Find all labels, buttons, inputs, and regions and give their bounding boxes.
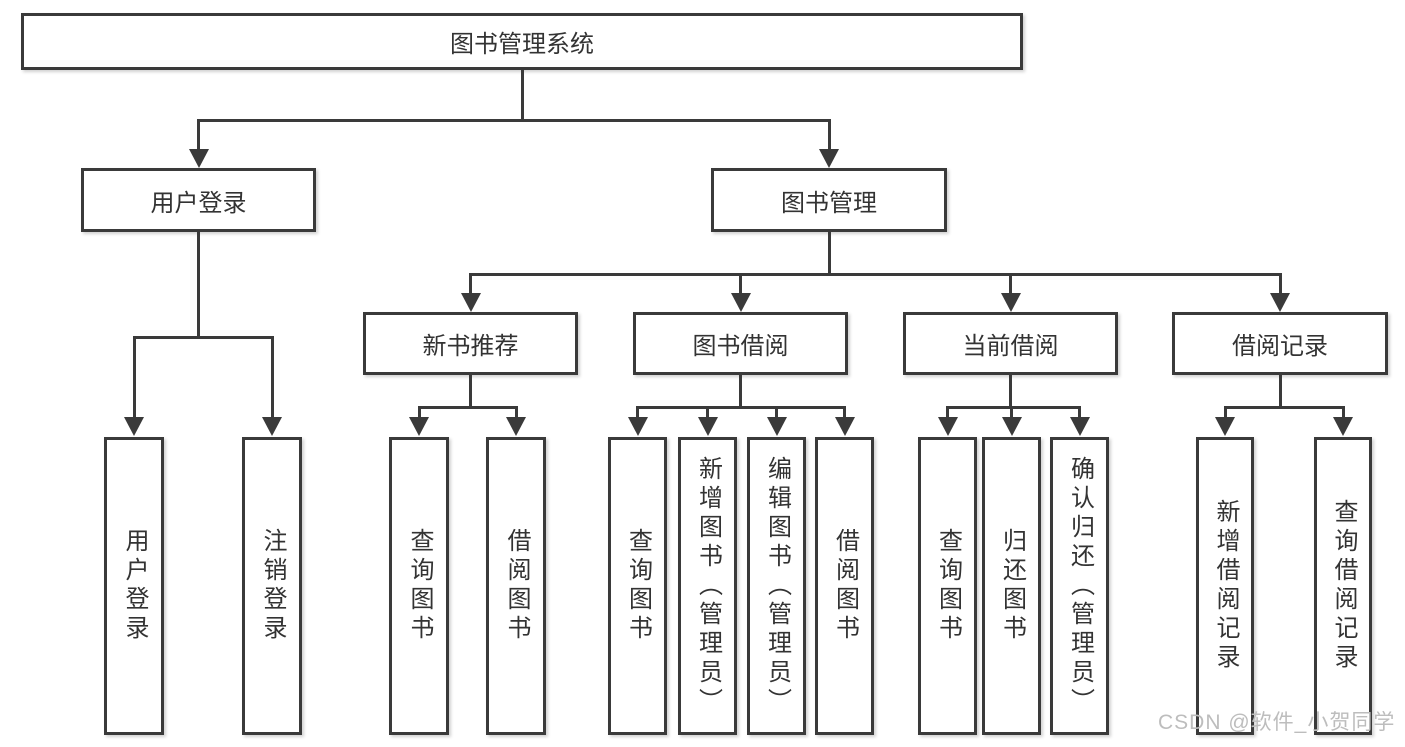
leaf-logout-login-label: 注销登录 [259, 528, 286, 644]
edge-g3-rail [946, 406, 1081, 409]
leaf-query-books-current-label: 查询图书 [934, 528, 962, 644]
edge-book-management-rail [469, 273, 1281, 276]
edge-g3-drop-3 [1078, 406, 1081, 420]
edge-g2-rail [636, 406, 845, 409]
leaf-add-borrow-record: 新增借阅记录 [1196, 437, 1254, 735]
edge-root-rail [197, 119, 829, 122]
arrow-user-login [188, 149, 209, 168]
arrow-g2-leaf-1 [627, 417, 648, 436]
edge-g1-stem [469, 373, 472, 408]
edge-g1-drop-2 [514, 406, 518, 420]
leaf-add-books-admin-label: 新增图书（管理员） [694, 455, 722, 717]
arrow-leaf-logout [262, 417, 282, 436]
edge-g2-drop-1 [636, 406, 639, 420]
edge-drop-book-management [827, 119, 831, 152]
edge-g4-rail [1223, 406, 1345, 409]
edge-g1-rail [417, 406, 518, 409]
csdn-watermark: CSDN @软件_小贺同学 [1158, 711, 1396, 734]
arrow-g3-leaf-3 [1069, 417, 1090, 436]
arrow-book-borrow [730, 293, 751, 312]
arrow-current-borrow [1000, 293, 1021, 312]
leaf-query-borrow-record-label: 查询借阅记录 [1330, 499, 1357, 673]
edge-g4-drop-1 [1223, 406, 1227, 420]
edge-user-login-stem [197, 230, 200, 338]
edge-g3-stem [1009, 373, 1012, 408]
edge-g3-drop-2 [1010, 406, 1013, 420]
edge-book-management-stem [827, 230, 831, 275]
leaf-query-books-borrow-label: 查询图书 [624, 528, 652, 644]
leaf-user-login-label: 用户登录 [121, 528, 148, 644]
edge-g1-drop-1 [417, 406, 421, 420]
arrow-leaf-user-login [124, 417, 144, 436]
leaf-borrow-books-recommend-label: 借阅图书 [503, 528, 530, 644]
node-book-management: 图书管理 [711, 168, 947, 232]
leaf-user-login: 用户登录 [104, 437, 164, 735]
arrow-g2-leaf-4 [834, 417, 855, 436]
arrow-g1-leaf-2 [506, 417, 526, 436]
arrow-g3-leaf-2 [1001, 417, 1022, 436]
node-borrow-records-label: 借阅记录 [1232, 333, 1328, 360]
leaf-edit-books-admin: 编辑图书（管理员） [747, 437, 806, 735]
node-book-management-label: 图书管理 [781, 189, 877, 217]
edge-g2-drop-4 [843, 406, 846, 420]
node-root: 图书管理系统 [21, 13, 1023, 70]
edge-root-stem [520, 68, 524, 121]
edge-drop-leaf-logout [270, 336, 274, 420]
edge-drop-leaf-user-login [132, 336, 136, 420]
leaf-query-books-recommend-label: 查询图书 [406, 528, 433, 644]
edge-drop-user-login [197, 119, 200, 152]
leaf-return-books-label: 归还图书 [998, 528, 1026, 644]
leaf-edit-books-admin-label: 编辑图书（管理员） [763, 455, 791, 717]
node-current-borrow: 当前借阅 [903, 312, 1118, 375]
arrow-g1-leaf-1 [409, 417, 429, 436]
arrow-g2-leaf-3 [766, 417, 787, 436]
edge-g2-stem [739, 373, 742, 408]
leaf-add-borrow-record-label: 新增借阅记录 [1212, 499, 1239, 673]
edge-drop-new-book-recommend [469, 273, 472, 296]
node-user-login: 用户登录 [81, 168, 316, 232]
leaf-borrow-books-label: 借阅图书 [831, 528, 859, 644]
node-user-login-label: 用户登录 [150, 189, 247, 217]
leaf-confirm-return-admin: 确认归还（管理员） [1050, 437, 1109, 735]
leaf-return-books: 归还图书 [982, 437, 1041, 735]
arrow-new-book-recommend [460, 293, 481, 312]
arrow-g2-leaf-2 [697, 417, 718, 436]
leaf-query-borrow-record: 查询借阅记录 [1314, 437, 1372, 735]
arrow-borrow-records [1270, 293, 1290, 312]
leaf-query-books-current: 查询图书 [918, 437, 977, 735]
edge-drop-book-borrow [739, 273, 742, 296]
edge-g2-drop-3 [775, 406, 778, 420]
edge-g4-stem [1278, 373, 1282, 408]
leaf-borrow-books-recommend: 借阅图书 [486, 437, 546, 735]
leaf-query-books-borrow: 查询图书 [608, 437, 667, 735]
arrow-g4-leaf-1 [1215, 417, 1235, 436]
edge-g4-drop-2 [1341, 406, 1345, 420]
arrow-book-management [819, 149, 839, 168]
arrow-g3-leaf-1 [937, 417, 958, 436]
node-borrow-records: 借阅记录 [1172, 312, 1388, 375]
node-current-borrow-label: 当前借阅 [962, 333, 1059, 360]
node-new-book-recommend: 新书推荐 [363, 312, 578, 375]
edge-user-login-rail [132, 336, 274, 339]
edge-g3-drop-1 [946, 406, 949, 420]
node-new-book-recommend-label: 新书推荐 [422, 333, 519, 360]
edge-g2-drop-2 [706, 406, 709, 420]
leaf-borrow-books: 借阅图书 [815, 437, 874, 735]
leaf-confirm-return-admin-label: 确认归还（管理员） [1066, 455, 1094, 717]
node-book-borrow: 图书借阅 [633, 312, 848, 375]
leaf-add-books-admin: 新增图书（管理员） [678, 437, 737, 735]
edge-drop-borrow-records [1278, 273, 1282, 296]
node-book-borrow-label: 图书借阅 [692, 333, 789, 360]
leaf-logout-login: 注销登录 [242, 437, 302, 735]
leaf-query-books-recommend: 查询图书 [389, 437, 449, 735]
arrow-g4-leaf-2 [1333, 417, 1353, 436]
edge-drop-current-borrow [1009, 273, 1012, 296]
node-root-label: 图书管理系统 [450, 31, 594, 58]
